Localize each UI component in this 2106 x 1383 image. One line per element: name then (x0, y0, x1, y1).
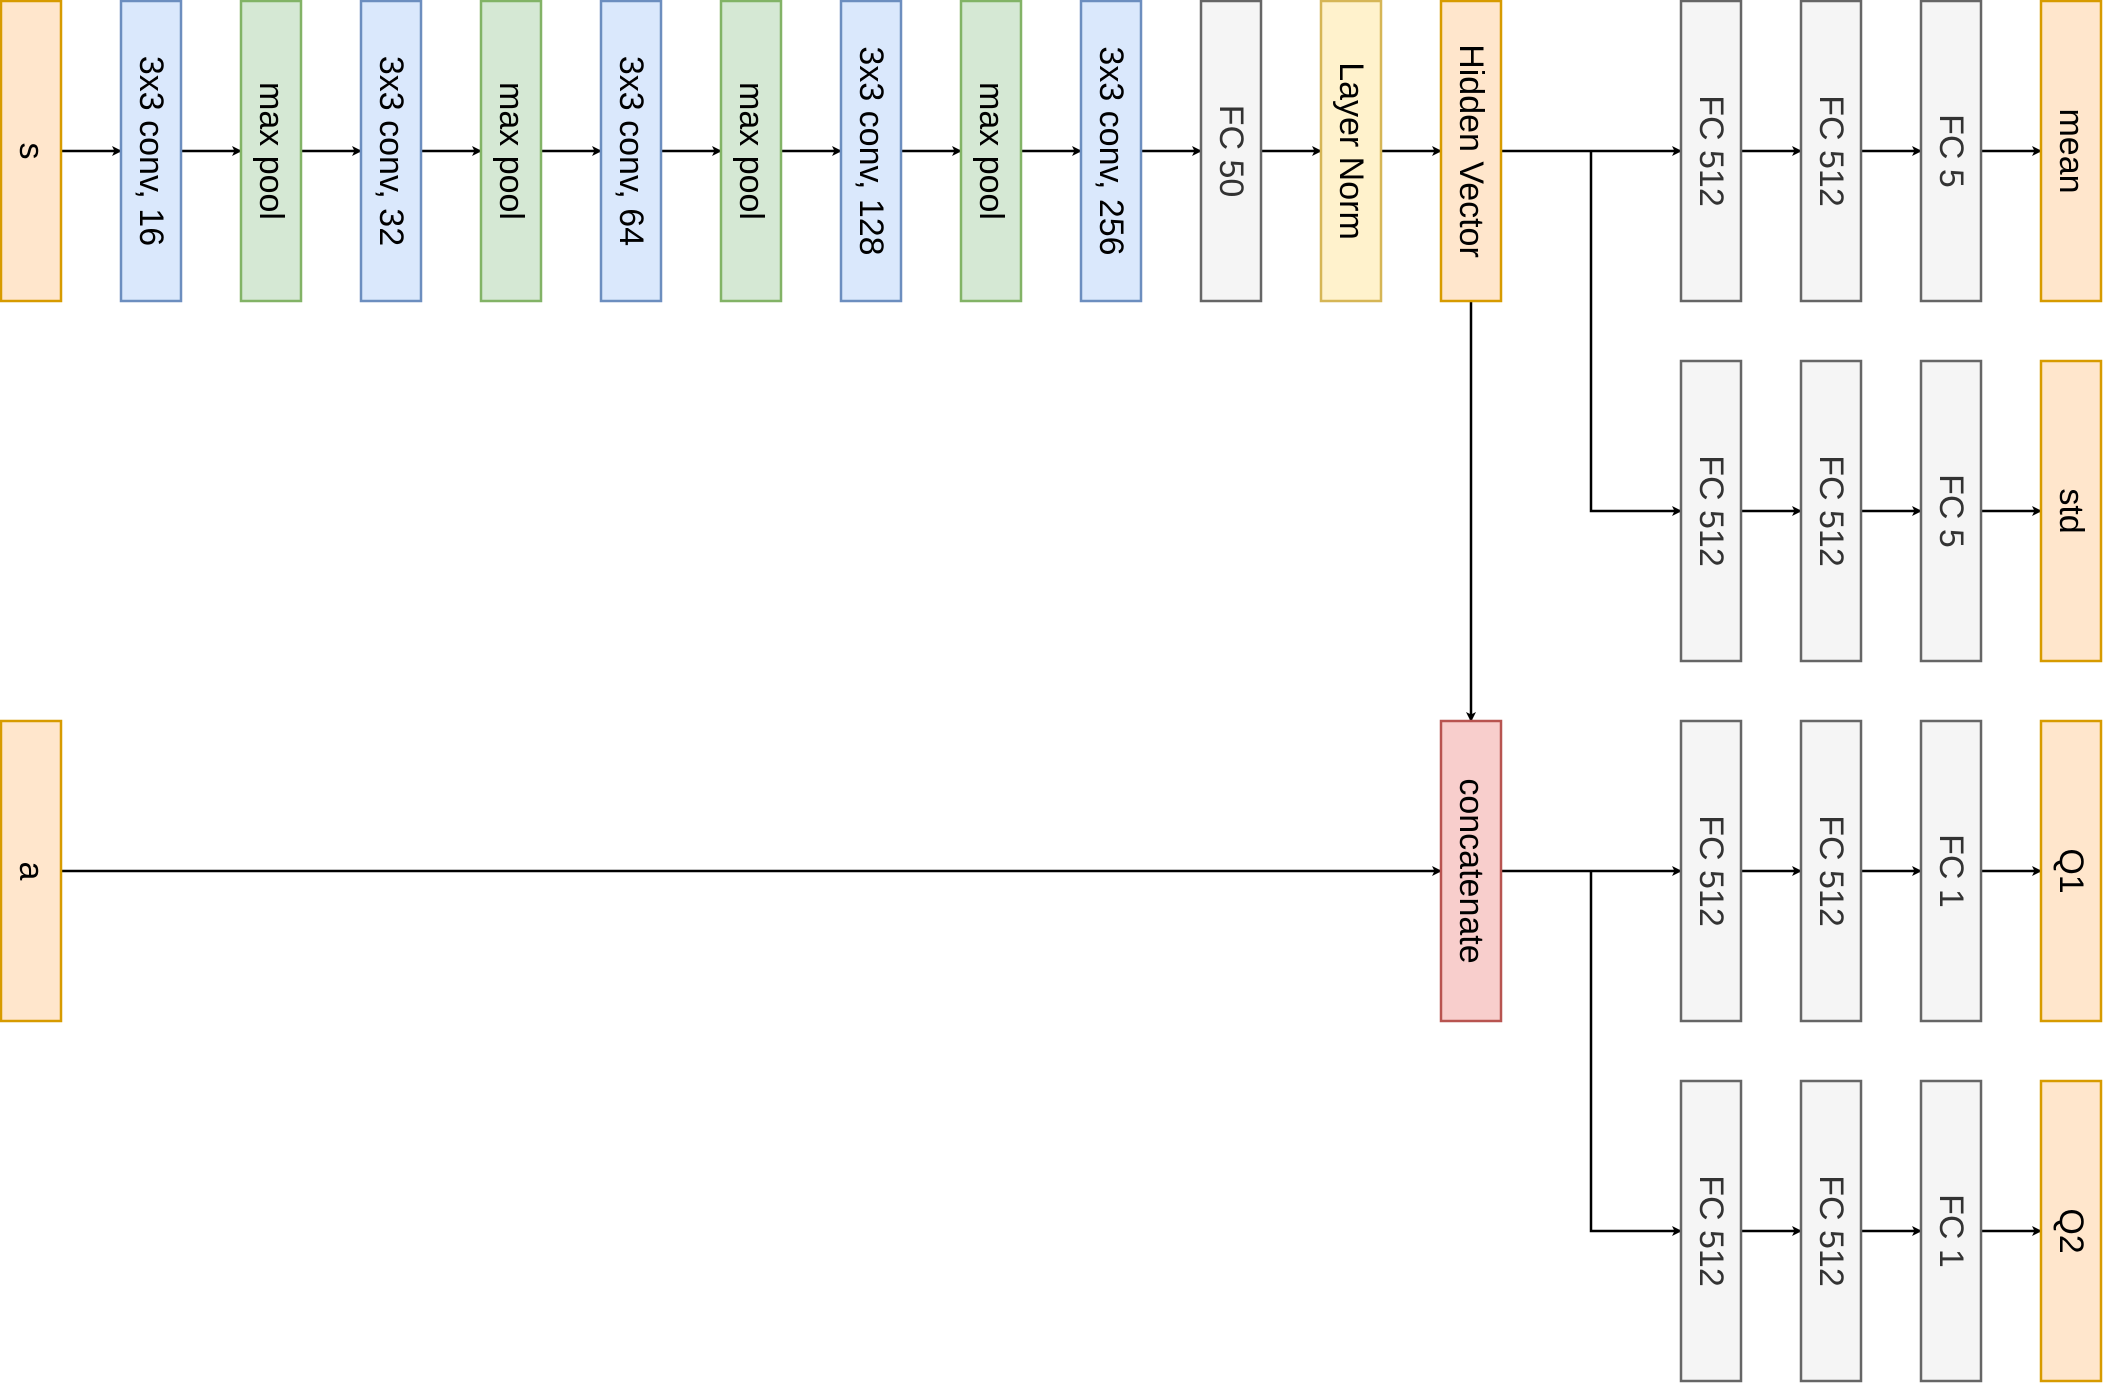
node-label: FC 5 (1932, 114, 1970, 188)
node-q1: Q1 (2039, 719, 2103, 1023)
node-conv256: 3x3 conv, 256 (1079, 0, 1143, 303)
node-label: max pool (972, 82, 1010, 220)
node-box (1679, 359, 1743, 663)
node-label: std (2052, 488, 2090, 533)
node-label: FC 512 (1692, 95, 1730, 207)
node-label: max pool (732, 82, 770, 220)
node-box (1799, 0, 1863, 303)
node-box (479, 0, 543, 303)
node-mean: mean (2039, 0, 2103, 303)
node-label: 3x3 conv, 256 (1092, 46, 1130, 255)
node-label: Q2 (2052, 1208, 2090, 1253)
node-q2-fc1: FC 512 (1679, 1079, 1743, 1383)
node-pool3: max pool (719, 0, 783, 303)
node-box (2039, 359, 2103, 663)
node-q2: Q2 (2039, 1079, 2103, 1383)
node-label: 3x3 conv, 16 (132, 56, 170, 246)
node-box (1439, 0, 1503, 303)
node-pool4: max pool (959, 0, 1023, 303)
node-mean-fc3: FC 5 (1919, 0, 1983, 303)
node-box (1799, 719, 1863, 1023)
node-label: FC 1 (1932, 834, 1970, 908)
node-label: mean (2052, 108, 2090, 193)
node-mean-fc2: FC 512 (1799, 0, 1863, 303)
node-label: max pool (492, 82, 530, 220)
node-label: FC 512 (1812, 455, 1850, 567)
node-a: a (0, 719, 63, 1023)
node-q2-fc3: FC 1 (1919, 1079, 1983, 1383)
node-layernorm: Layer Norm (1319, 0, 1383, 303)
node-box (959, 0, 1023, 303)
node-box (1919, 1079, 1983, 1383)
node-label: FC 512 (1692, 455, 1730, 567)
node-box (1679, 1079, 1743, 1383)
node-label: FC 512 (1692, 1175, 1730, 1287)
node-label: max pool (252, 82, 290, 220)
node-std: std (2039, 359, 2103, 663)
node-label: FC 5 (1932, 474, 1970, 548)
node-label: FC 512 (1812, 815, 1850, 927)
node-box (599, 0, 663, 303)
node-box (1919, 719, 1983, 1023)
node-hidden: Hidden Vector (1439, 0, 1503, 303)
node-q2-fc2: FC 512 (1799, 1079, 1863, 1383)
node-pool1: max pool (239, 0, 303, 303)
node-label: Hidden Vector (1452, 44, 1490, 258)
node-box (2039, 0, 2103, 303)
node-label: FC 1 (1932, 1194, 1970, 1268)
node-box (1679, 719, 1743, 1023)
node-fc50: FC 50 (1199, 0, 1263, 303)
node-label: Layer Norm (1332, 62, 1370, 240)
node-label: FC 512 (1692, 815, 1730, 927)
node-box (1919, 0, 1983, 303)
node-box (1919, 359, 1983, 663)
node-box (359, 0, 423, 303)
node-mean-fc1: FC 512 (1679, 0, 1743, 303)
node-box (0, 0, 63, 303)
node-box (839, 0, 903, 303)
node-box (2039, 1079, 2103, 1383)
node-label: a (12, 862, 50, 881)
node-conv16: 3x3 conv, 16 (119, 0, 183, 303)
edges (61, 146, 2042, 1236)
node-label: 3x3 conv, 64 (612, 56, 650, 246)
node-box (1079, 0, 1143, 303)
node-box (1439, 719, 1503, 1023)
node-s: s (0, 0, 63, 303)
node-q1-fc3: FC 1 (1919, 719, 1983, 1023)
node-std-fc2: FC 512 (1799, 359, 1863, 663)
node-box (1679, 0, 1743, 303)
node-conv64: 3x3 conv, 64 (599, 0, 663, 303)
node-box (1799, 359, 1863, 663)
node-pool2: max pool (479, 0, 543, 303)
node-conv32: 3x3 conv, 32 (359, 0, 423, 303)
node-label: 3x3 conv, 128 (852, 46, 890, 255)
node-box (0, 719, 63, 1023)
node-q1-fc1: FC 512 (1679, 719, 1743, 1023)
node-concat: concatenate (1439, 719, 1503, 1023)
node-box (2039, 719, 2103, 1023)
node-label: concatenate (1452, 778, 1490, 963)
node-label: Q1 (2052, 848, 2090, 893)
node-box (1319, 0, 1383, 303)
edge-hidden-to-std-fc1 (1589, 151, 1682, 516)
node-box (1199, 0, 1263, 303)
node-box (1799, 1079, 1863, 1383)
node-box (719, 0, 783, 303)
node-std-fc1: FC 512 (1679, 359, 1743, 663)
node-label: s (12, 143, 50, 160)
node-label: 3x3 conv, 32 (372, 56, 410, 246)
edge-concat-to-q2-fc1 (1589, 871, 1682, 1236)
node-label: FC 512 (1812, 1175, 1850, 1287)
node-conv128: 3x3 conv, 128 (839, 0, 903, 303)
node-std-fc3: FC 5 (1919, 359, 1983, 663)
node-box (119, 0, 183, 303)
node-box (239, 0, 303, 303)
node-label: FC 512 (1812, 95, 1850, 207)
node-q1-fc2: FC 512 (1799, 719, 1863, 1023)
node-label: FC 50 (1212, 105, 1250, 198)
